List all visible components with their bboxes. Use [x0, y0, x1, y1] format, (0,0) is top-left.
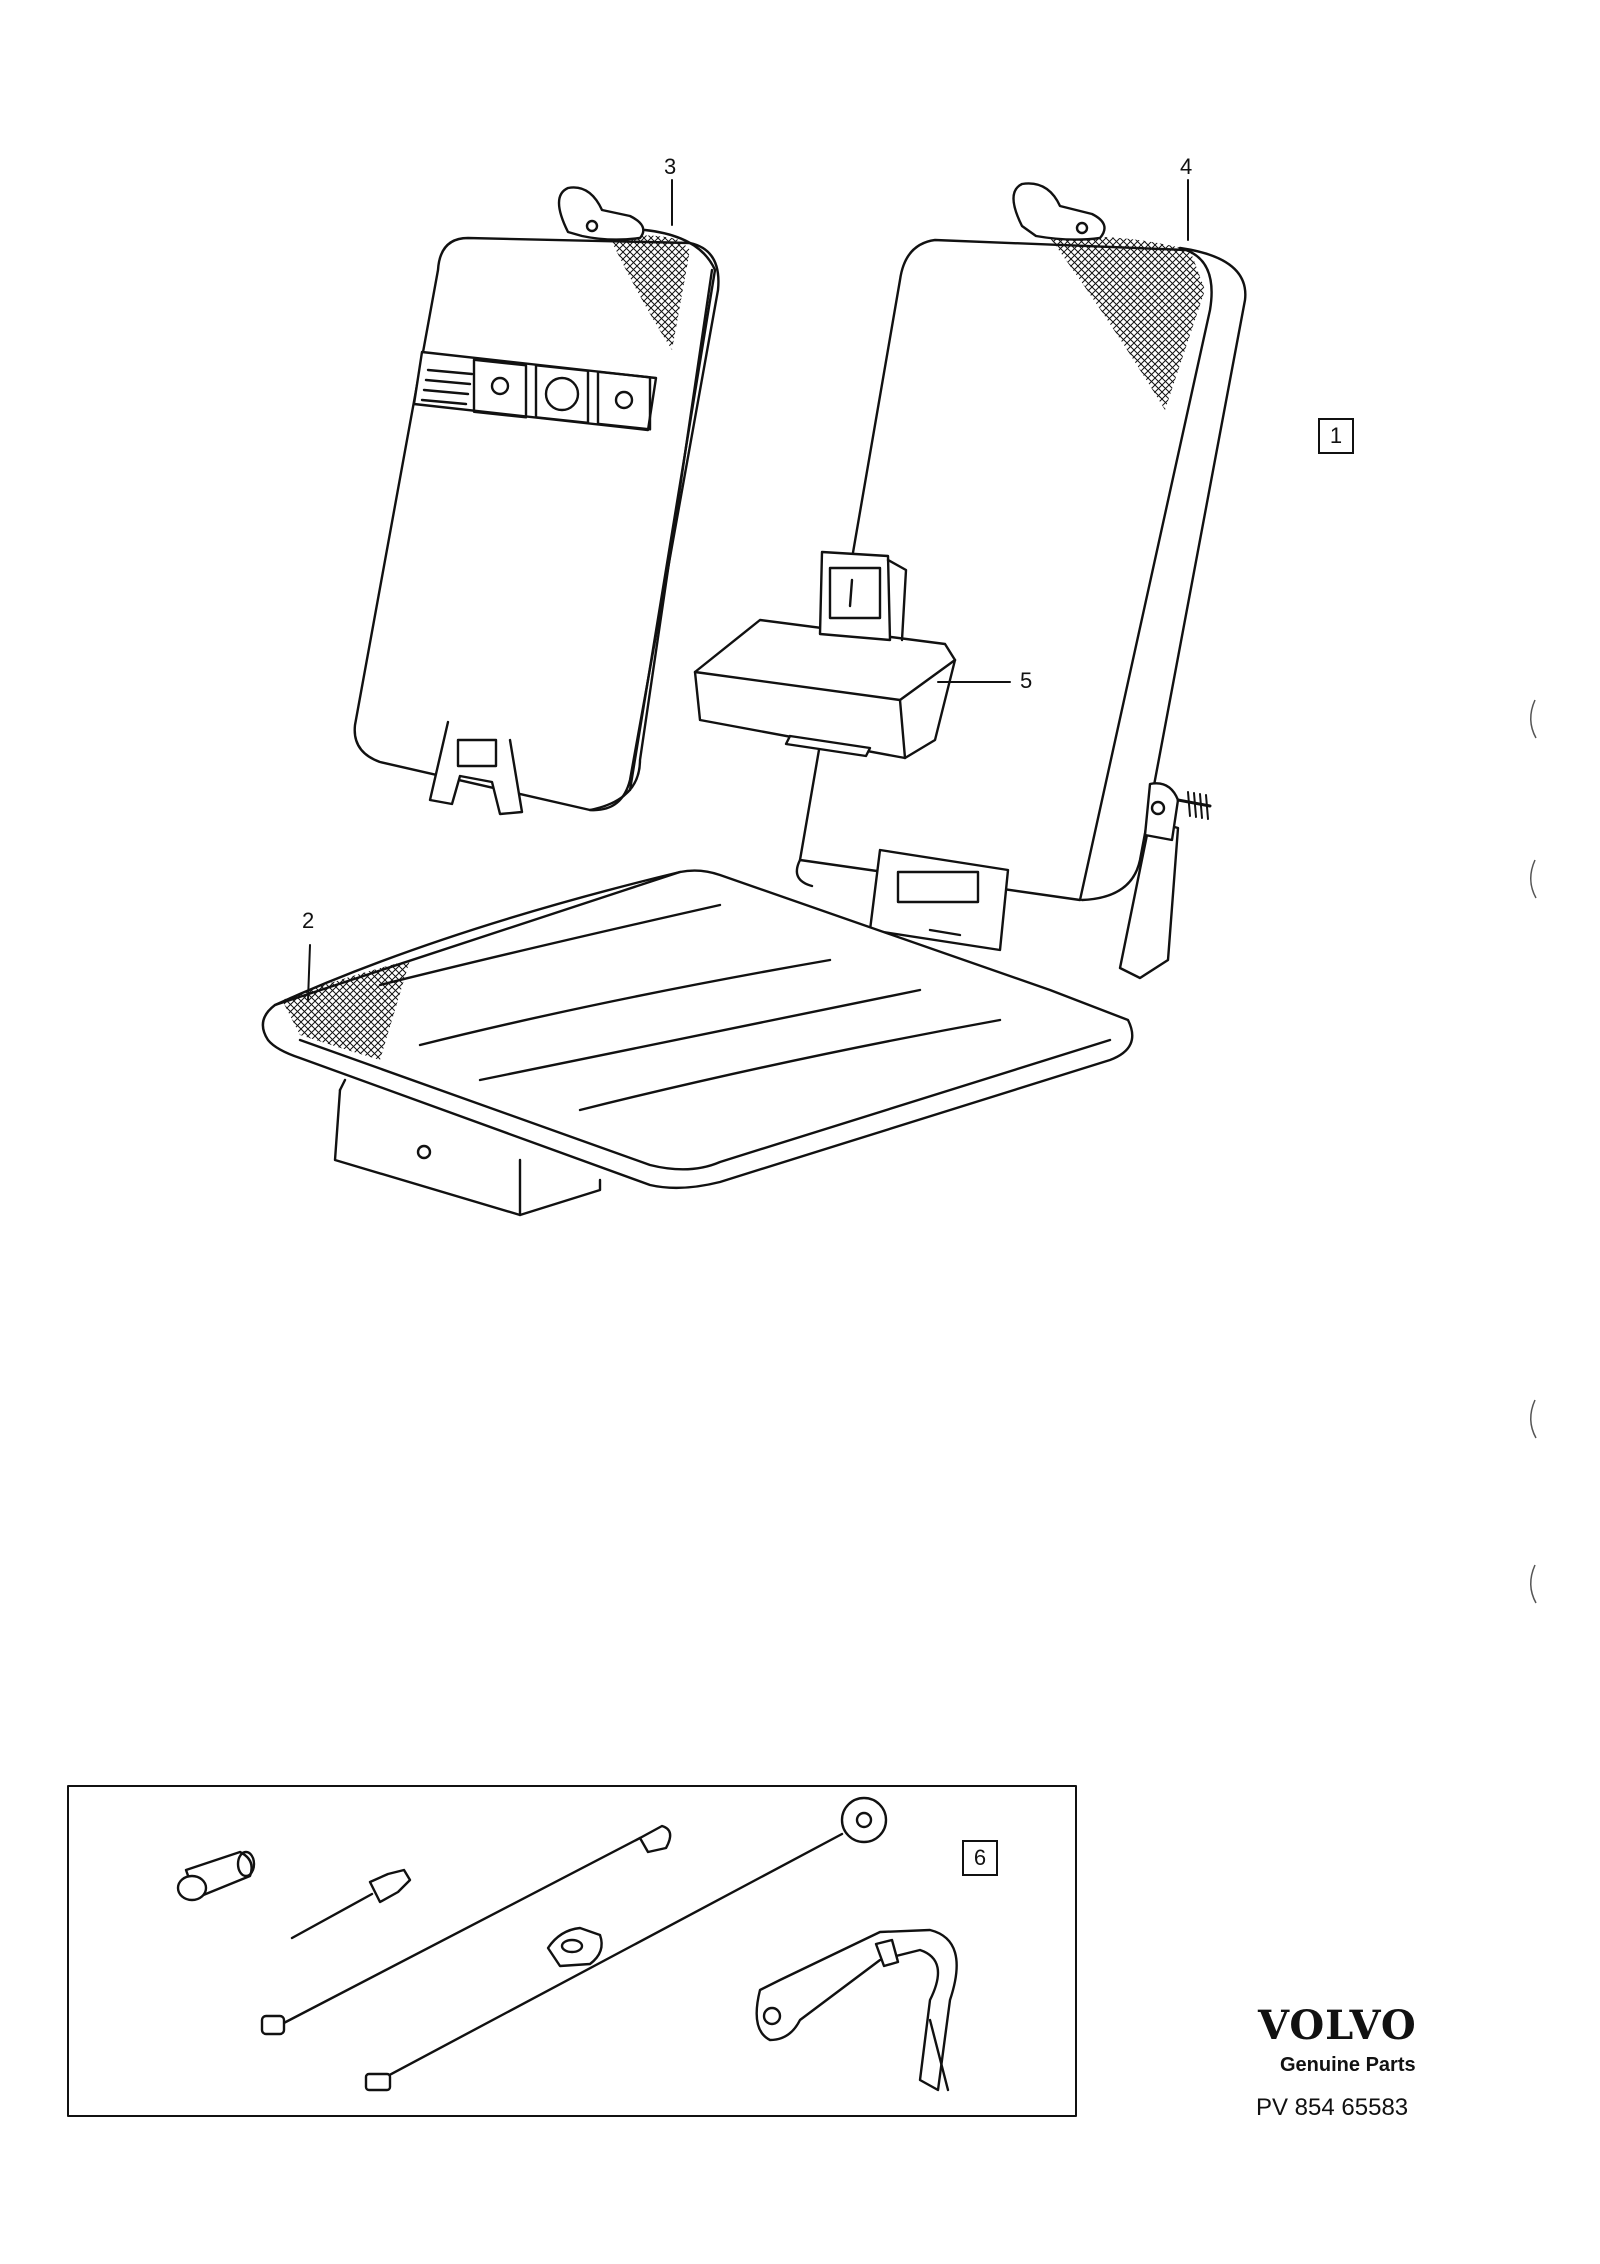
volvo-logo: VOLVO: [1258, 2002, 1417, 2049]
rivet-part: [290, 1868, 412, 1940]
left-backrest: [353, 186, 720, 816]
part-code: PV 854 65583: [1256, 2094, 1409, 2121]
seat-cushion: [261, 869, 1134, 1217]
cable-short: [260, 1824, 672, 2036]
cable-long: [364, 1796, 888, 2092]
armrest-tray: [693, 550, 1011, 760]
fitting-kit: [67, 1785, 1077, 2117]
callout-1-box: 1: [1318, 418, 1354, 454]
callout-4: 4: [1180, 154, 1193, 179]
bracket-part: [755, 1928, 958, 2092]
callout-3: 3: [664, 154, 677, 179]
margin-marks: [1530, 699, 1537, 1604]
callout-2: 2: [302, 908, 315, 933]
genuine-parts-label: Genuine Parts: [1280, 2054, 1416, 2076]
callout-5: 5: [1020, 668, 1033, 693]
callout-6-box: 6: [962, 1840, 998, 1876]
bushing-part: [176, 1850, 256, 1902]
